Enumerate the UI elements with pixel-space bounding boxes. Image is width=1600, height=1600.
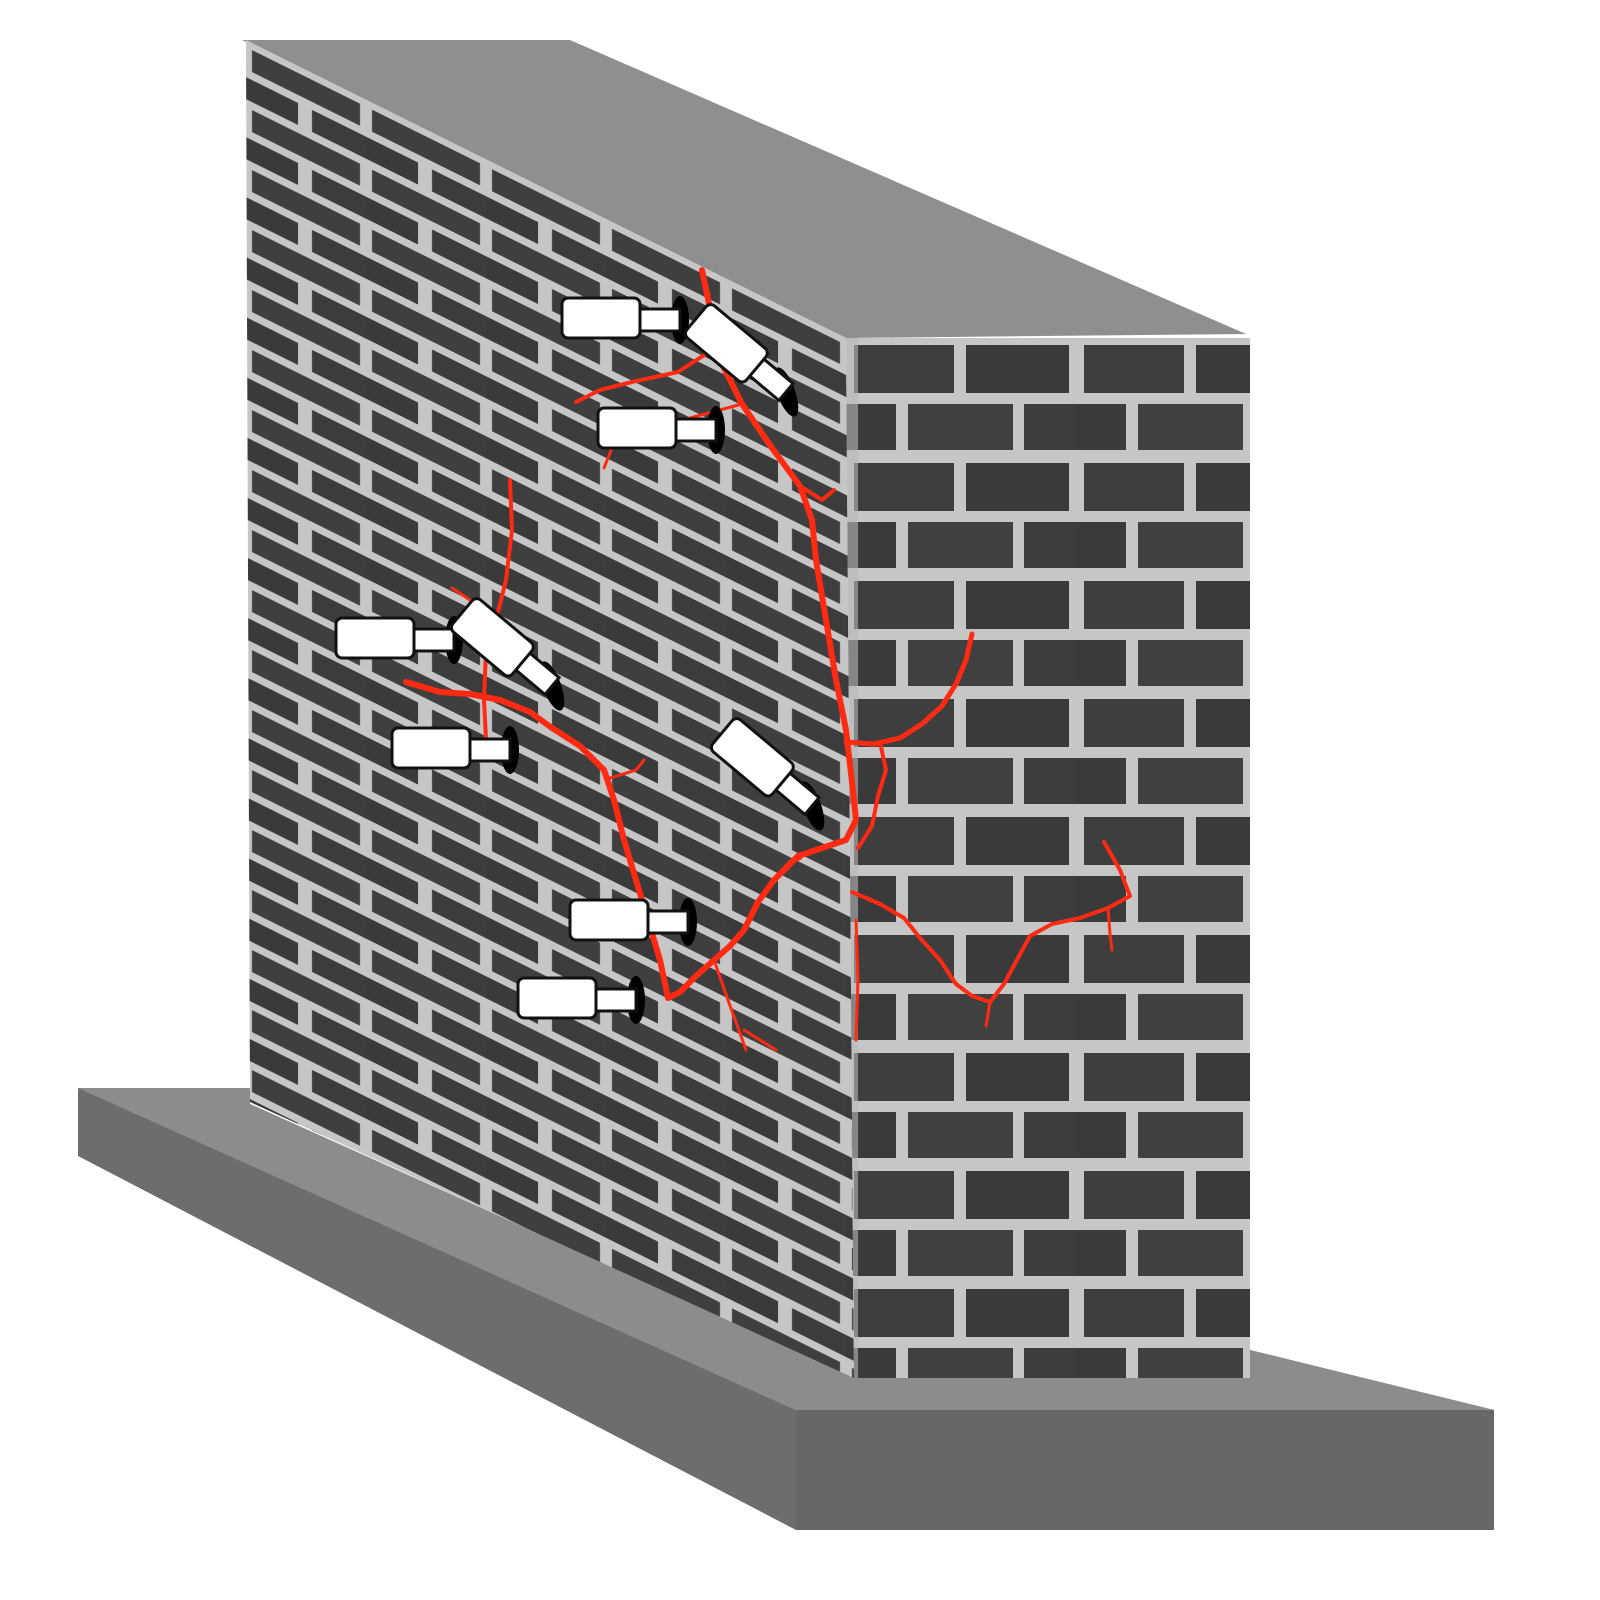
crack-branch-mid	[608, 758, 646, 780]
port-stem	[592, 987, 638, 1013]
crack-side-vertical	[854, 918, 860, 1042]
crack-branch-lower	[712, 958, 748, 1052]
port-stem	[644, 909, 690, 935]
wall-side-face	[846, 338, 1250, 1378]
port-body	[709, 717, 795, 798]
crack-branch-right-top	[798, 484, 836, 502]
injection-port-angled-3	[709, 717, 825, 831]
crack-branch-mid-right	[772, 856, 802, 882]
crack-side-upper-2	[856, 740, 888, 850]
injection-port-5	[568, 898, 697, 946]
port-body	[560, 296, 642, 340]
port-stem	[672, 417, 718, 443]
port-body	[334, 616, 416, 660]
injection-port-angled-2	[449, 597, 565, 711]
port-body	[568, 898, 650, 942]
crack-side-lower-branch	[1106, 906, 1114, 952]
injection-port-4	[390, 726, 519, 774]
crack-side-lower-branch-2	[984, 1000, 992, 1028]
port-stem	[410, 627, 456, 653]
crack-main-vertical	[665, 267, 859, 1001]
port-stem	[636, 307, 682, 333]
port-body	[390, 726, 472, 770]
injection-port-6	[516, 976, 645, 1024]
crack-branch-top	[574, 348, 714, 404]
crack-side-lower	[850, 840, 1132, 1004]
port-body	[683, 303, 769, 384]
base-slab-front-face	[796, 1410, 1494, 1530]
injection-ports	[334, 296, 825, 1024]
port-body	[596, 406, 678, 450]
crack-network-side	[843, 631, 1132, 1042]
port-body	[516, 976, 598, 1020]
crack-branch-lower-2	[742, 1028, 778, 1052]
injection-port-2	[596, 406, 725, 454]
port-body	[449, 597, 535, 678]
port-stem	[466, 737, 512, 763]
base-slab-left-face	[78, 1088, 796, 1530]
injection-port-angled-1	[683, 303, 799, 417]
wall-cap	[242, 40, 1246, 338]
